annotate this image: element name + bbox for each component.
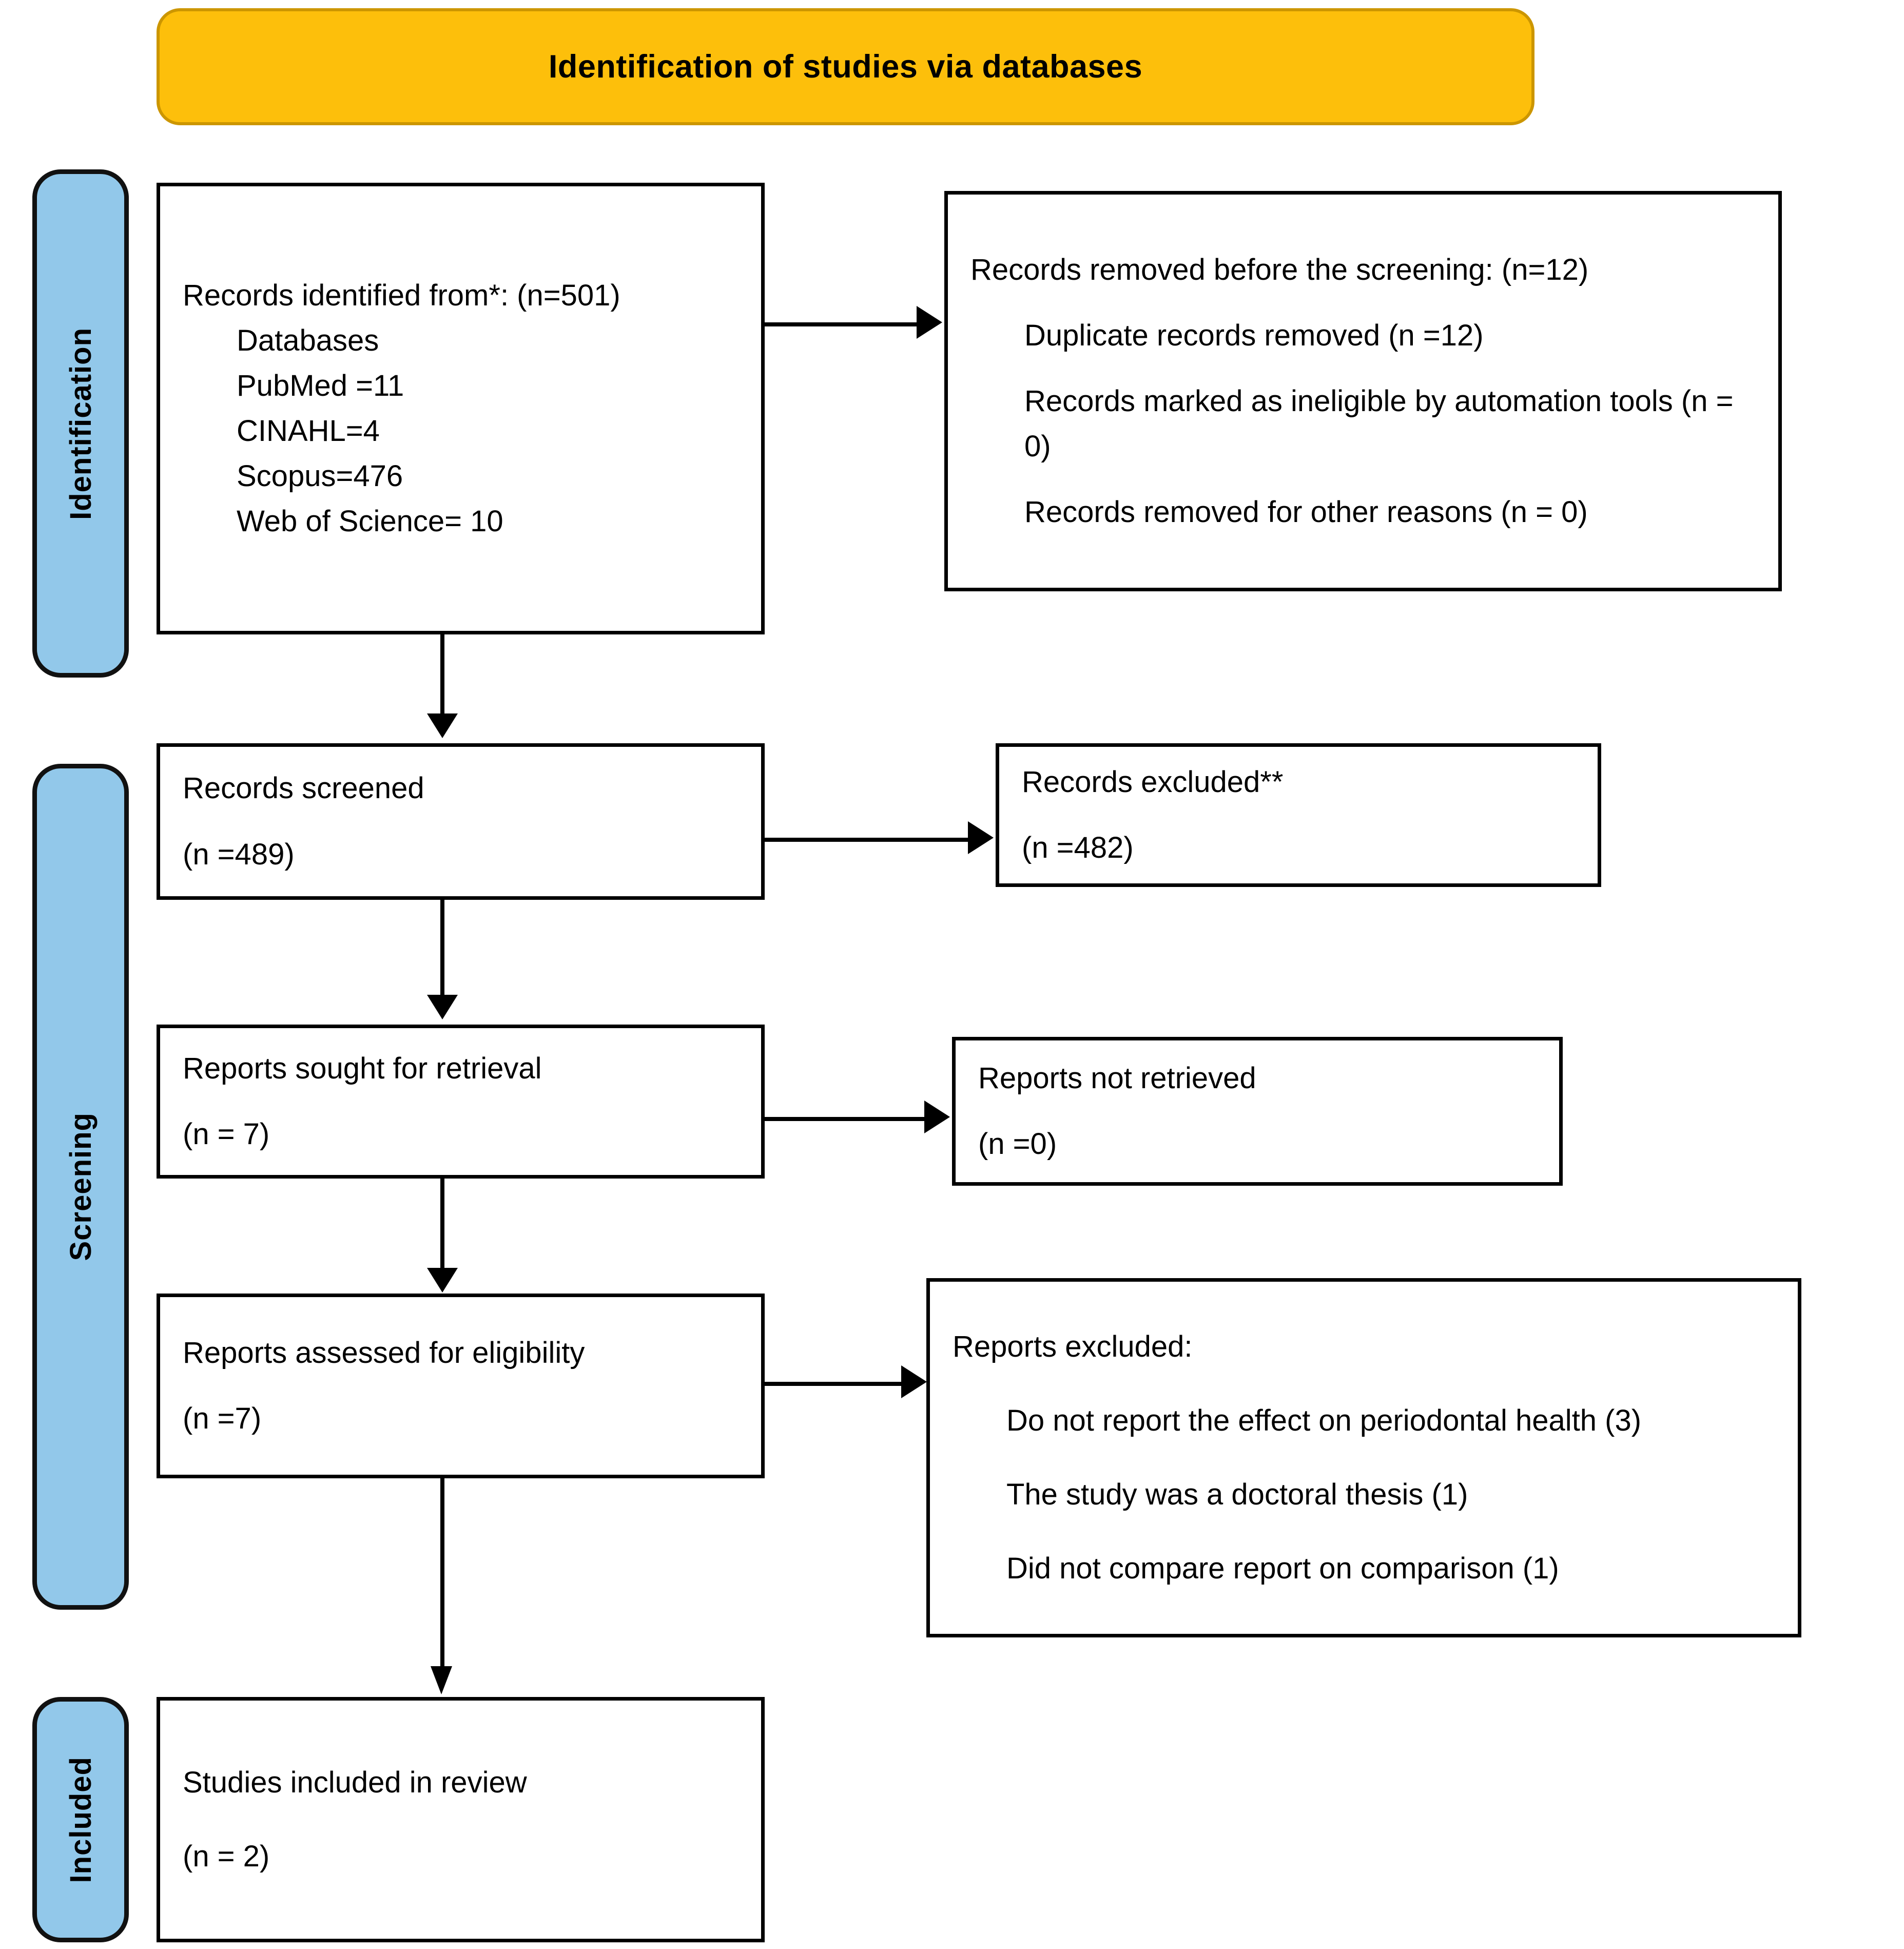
reports-not-retrieved-heading: Reports not retrieved [978, 1061, 1256, 1095]
records-identified-item-2: CINAHL=4 [237, 414, 380, 448]
records-screened-heading: Records screened [183, 771, 424, 805]
reports-excluded-heading: Reports excluded: [953, 1329, 1193, 1363]
arrowhead-assessed-to-included [431, 1666, 452, 1694]
reports-assessed-heading: Reports assessed for eligibility [183, 1336, 585, 1369]
connector-screened-to-excluded [765, 838, 970, 842]
connector-assessed-to-included [440, 1478, 444, 1668]
records-identified-item-0: Databases [237, 323, 379, 357]
connector-identified-to-screened [440, 634, 444, 717]
stage-label-screening: Screening [32, 764, 129, 1610]
arrowhead-screened-to-excluded [968, 821, 994, 854]
records-identified-item-4: Web of Science= 10 [237, 505, 503, 538]
connector-sought-to-assessed [440, 1179, 444, 1273]
reports-excluded-item-2: Did not compare report on comparison (1) [1006, 1552, 1559, 1586]
reports-not-retrieved-count: (n =0) [978, 1127, 1057, 1161]
connector-assessed-to-excluded [765, 1382, 903, 1386]
reports-assessed-count: (n =7) [183, 1402, 262, 1435]
connector-screened-to-sought [440, 900, 444, 1000]
records-removed-item-1: Records marked as ineligible by automati… [1024, 384, 1742, 464]
stage-label-screening-text: Screening [64, 1112, 98, 1261]
box-studies-included: Studies included in review (n = 2) [157, 1697, 765, 1942]
diagram-title: Identification of studies via databases [548, 49, 1143, 85]
arrowhead-identified-to-screened [427, 713, 458, 738]
arrowhead-identified-to-removed [917, 306, 942, 339]
connector-sought-to-not-retrieved [765, 1117, 926, 1121]
stage-label-identification-text: Identification [64, 327, 98, 520]
records-identified-heading: Records identified from*: (n=501) [183, 278, 620, 312]
reports-excluded-item-1: The study was a doctoral thesis (1) [1006, 1478, 1468, 1511]
records-excluded-heading: Records excluded** [1022, 765, 1284, 799]
arrowhead-sought-to-assessed [427, 1268, 458, 1292]
records-identified-item-3: Scopus=476 [237, 459, 403, 493]
records-removed-heading: Records removed before the screening: (n… [970, 253, 1589, 286]
records-excluded-count: (n =482) [1022, 831, 1134, 864]
records-removed-item-0: Duplicate records removed (n =12) [1024, 318, 1484, 352]
box-records-excluded: Records excluded** (n =482) [996, 743, 1601, 887]
studies-included-count: (n = 2) [183, 1840, 270, 1873]
stage-label-included: Included [32, 1697, 129, 1942]
arrowhead-assessed-to-excluded [901, 1365, 927, 1398]
box-records-removed: Records removed before the screening: (n… [944, 191, 1782, 591]
stage-label-identification: Identification [32, 169, 129, 678]
box-reports-sought: Reports sought for retrieval (n = 7) [157, 1025, 765, 1179]
arrowhead-screened-to-sought [427, 995, 458, 1019]
box-records-identified: Records identified from*: (n=501) Databa… [157, 183, 765, 634]
box-reports-assessed: Reports assessed for eligibility (n =7) [157, 1294, 765, 1478]
arrowhead-sought-to-not-retrieved [924, 1101, 950, 1133]
studies-included-heading: Studies included in review [183, 1765, 527, 1799]
diagram-header-banner: Identification of studies via databases [157, 8, 1534, 125]
reports-excluded-item-0: Do not report the effect on periodontal … [1006, 1403, 1642, 1437]
connector-identified-to-removed [765, 322, 919, 326]
box-reports-not-retrieved: Reports not retrieved (n =0) [952, 1037, 1563, 1186]
reports-sought-count: (n = 7) [183, 1117, 270, 1151]
stage-label-included-text: Included [64, 1756, 98, 1883]
records-removed-item-2: Records removed for other reasons (n = 0… [1024, 495, 1588, 529]
reports-sought-heading: Reports sought for retrieval [183, 1051, 542, 1085]
records-screened-count: (n =489) [183, 837, 295, 871]
box-reports-excluded: Reports excluded: Do not report the effe… [926, 1278, 1801, 1637]
box-records-screened: Records screened (n =489) [157, 743, 765, 900]
records-identified-item-1: PubMed =11 [237, 369, 404, 402]
